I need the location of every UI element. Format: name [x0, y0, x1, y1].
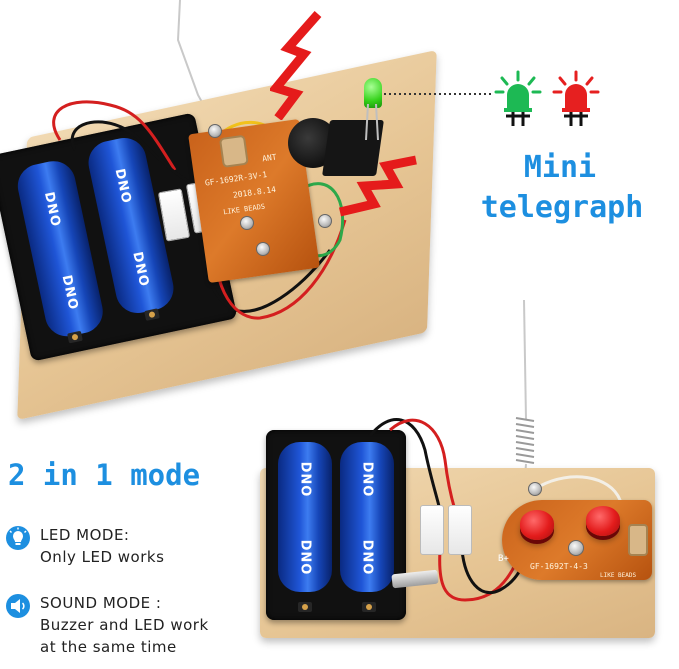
pcb-coil [628, 524, 648, 556]
sound-mode-item: SOUND MODE : Buzzer and LED work at the … [6, 592, 242, 662]
light-bulb-icon [6, 526, 30, 550]
led-mode-desc: Only LED works [40, 548, 165, 566]
led-red-icon [552, 70, 600, 126]
led-mode-title: LED MODE: [40, 526, 130, 544]
green-led [364, 78, 382, 108]
sound-mode-desc-line1: Buzzer and LED work [40, 616, 209, 634]
pcb-date-label: 2018.8.14 [232, 184, 277, 200]
led-green-icon [494, 70, 542, 126]
battery-cell: DNO DNO [340, 442, 394, 592]
pcb-brand-label: LIKE BEADS [600, 572, 637, 579]
screw [528, 482, 542, 496]
product-title-line1: Mini [523, 150, 597, 185]
wire-connector [420, 505, 444, 555]
screw [256, 242, 270, 256]
pcb-polarity-label: B+ [498, 554, 509, 564]
pcb-model-label: GF-1692R-3V-1 [204, 169, 268, 188]
led-legend [492, 68, 612, 138]
led-mode-item: LED MODE: Only LED works [6, 524, 236, 572]
lightning-icon [338, 155, 417, 217]
battery-terminal [362, 602, 376, 612]
screw [208, 124, 222, 138]
sound-mode-desc-line2: at the same time [40, 638, 177, 656]
transmitter-wires [368, 418, 623, 602]
battery-cell: DNO DNO [278, 442, 332, 592]
red-key-button[interactable] [586, 506, 620, 536]
pcb-model-label: GF-1692T-4-3 [530, 562, 588, 571]
screw [568, 540, 584, 556]
receiver-device: DNO DNO DNO DNO ANT GF-1692R-3V-1 2018.8… [0, 0, 492, 421]
sound-mode-title: SOUND MODE : [40, 594, 162, 612]
led-legs [365, 104, 379, 141]
screw [240, 216, 254, 230]
pcb-coil [218, 134, 249, 168]
red-key-button[interactable] [520, 510, 554, 540]
transmitter-battery-holder: DNO DNO DNO DNO [266, 430, 406, 620]
leader-line [384, 93, 492, 95]
pcb-tag: ANT [261, 152, 278, 164]
transmitter-device: DNO DNO DNO DNO B+ GF-1692T-4-3 LIKE BEA… [240, 300, 679, 669]
screw [318, 214, 332, 228]
modes-heading: 2 in 1 mode [8, 458, 201, 492]
lightning-icon [270, 11, 322, 120]
product-title-line2: telegraph [480, 190, 644, 225]
wire-connector [448, 505, 472, 555]
pcb-brand-label: LIKE BEADS [222, 202, 266, 217]
battery-terminal [298, 602, 312, 612]
speaker-icon [6, 594, 30, 618]
